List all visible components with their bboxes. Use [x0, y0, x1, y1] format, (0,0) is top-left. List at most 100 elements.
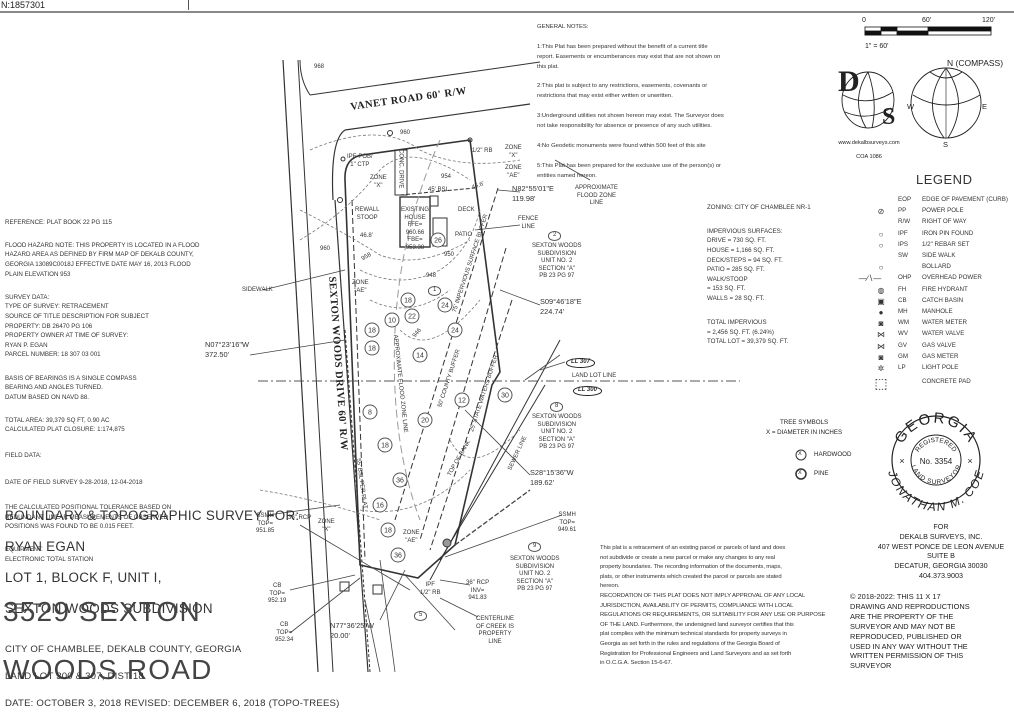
map-label-elev-960-left: 960	[320, 246, 331, 252]
bollard-icon: ○	[878, 263, 884, 273]
field-data-heading: FIELD DATA:	[5, 451, 42, 459]
tree-diameter: 26	[434, 238, 442, 245]
legend-title: LEGEND	[916, 172, 973, 187]
company-website[interactable]: www.dekalbsurveys.com	[838, 140, 900, 146]
catch-basin-icon	[372, 584, 383, 595]
legend-code: WM	[898, 319, 909, 327]
client-name: RYAN EGAN	[5, 538, 86, 554]
sewer-line	[429, 339, 561, 581]
deck	[429, 195, 439, 207]
map-label-lot8-num: 8	[550, 402, 564, 412]
legend-code: OHP	[898, 274, 912, 282]
tree-diameter: 36	[396, 478, 404, 485]
map-label-ipf-rb: IPF 1/2" RB	[420, 582, 441, 596]
compass-east: E	[982, 102, 988, 111]
tree-icon	[372, 497, 388, 513]
svg-text:REGISTERED: REGISTERED	[914, 437, 958, 454]
tree-diameter: 18	[381, 443, 389, 450]
map-label-zone-x-mid: ZONE "X"	[370, 175, 387, 189]
map-label-fence-line: FENCE LINE	[518, 216, 539, 230]
tree-diameter: 12	[458, 398, 466, 405]
tree-diameter: 24	[441, 303, 449, 310]
map-label-rcp-inv: 36" RCP INV= 941.83	[466, 580, 490, 601]
tree-diameter: 18	[368, 328, 376, 335]
compass-south: S	[943, 140, 949, 149]
logo-text: www.dekalbsurveys.com COA 1086	[832, 133, 906, 168]
map-label-zone-x-bottom: ZONE "X"	[318, 519, 335, 533]
map-label-lot8-desc: SEXTON WOODS SUBDIVISION UNIT NO. 2 SECT…	[532, 414, 582, 450]
map-label-zone-ae-top: ZONE "AE"	[505, 165, 522, 179]
legend-description: SIDE WALK	[922, 252, 956, 259]
svg-text:×: ×	[899, 456, 904, 466]
road-edge	[344, 103, 531, 131]
map-label-ll307: LL 307	[566, 358, 595, 368]
seal-name: JONATHAN M. COE	[885, 468, 987, 514]
map-label-flood-zone-line: APPROXIMATE FLOOD ZONE LINE	[575, 185, 618, 206]
logo-letter-s: S	[882, 104, 896, 130]
legend-description: GAS METER	[922, 352, 959, 360]
scale-bar	[864, 26, 992, 36]
map-label-zone-x-top: ZONE "X"	[505, 145, 522, 159]
sewer-line	[439, 384, 546, 561]
manhole-icon: ●	[878, 308, 884, 317]
map-label-bearing-se: S28°15'36"W 189.62'	[530, 468, 574, 487]
address-line-1: 3529 SEXTON	[3, 596, 201, 627]
general-note: 3:Underground utilities not shown hereon…	[537, 113, 724, 129]
concrete-pad-icon: ⬚	[874, 375, 888, 392]
legend-code: R/W	[898, 218, 911, 226]
compass-west: W	[907, 102, 915, 111]
tree-icon	[454, 392, 470, 408]
power-pole-icon	[387, 130, 393, 136]
tolerance-note: THE CALCULATED POSITIONAL TOLERANCE BASE…	[5, 504, 172, 531]
legend-description: GAS VALVE	[922, 341, 956, 349]
legend-code: IPS	[898, 240, 908, 248]
map-label-bearing-north: N82°55'01"E 119.98'	[512, 184, 554, 203]
legend-description: WATER VALVE	[922, 330, 965, 338]
compass-north: N (COMPASS)	[947, 58, 1004, 68]
legend-description: MANHOLE	[922, 308, 953, 315]
map-label-zone-ae-bottom: ZONE "AE"	[403, 530, 420, 544]
impervious-surfaces: IMPERVIOUS SURFACES: DRIVE = 730 SQ. FT.…	[707, 227, 783, 302]
buffer-line	[419, 247, 507, 541]
survey-date: DATE: OCTOBER 3, 2018 REVISED: DECEMBER …	[5, 697, 340, 709]
map-label-ipf-pob: IPF-POB/ 1" CTP	[347, 154, 373, 168]
map-label-cb2: CB TOP= 952.34	[275, 622, 294, 643]
map-label-zone-ae-mid: ZONE "AE"	[352, 280, 369, 294]
document-number: N:1857301	[1, 0, 46, 10]
property-boundary	[344, 139, 501, 579]
map-label-elev-950: 950	[444, 252, 455, 258]
certification-statement: This plat is a retracement of an existin…	[600, 545, 826, 667]
map-label-elev-960-top: 960	[400, 130, 411, 136]
legend-code: GM	[898, 352, 908, 360]
survey-notes: REFERENCE: PLAT BOOK 22 PG 115 FLOOD HAZ…	[5, 208, 235, 578]
map-label-house: EXISTING HOUSE FFE= 960.66 FBE= 953.38	[401, 207, 430, 251]
legend-item: SW SIDE WALK	[870, 252, 1014, 262]
overhead-power-icon: —∕∖—	[858, 274, 882, 284]
copyright-notice: © 2018-2022: THIS 11 X 17 DRAWING AND RE…	[850, 592, 970, 671]
general-note: 4:No Geodetic monuments were found withi…	[537, 142, 706, 149]
catch-basin-icon	[339, 581, 350, 592]
hardwood-label: HARDWOOD	[814, 451, 852, 458]
tree-diameter: 18	[384, 528, 392, 535]
pine-symbol-icon	[795, 468, 807, 480]
map-label-bsl45: 45' BSL	[428, 187, 449, 193]
road-edge	[331, 129, 346, 201]
gas-meter-icon: ◙	[878, 352, 884, 362]
existing-house	[399, 196, 431, 248]
map-label-dim-468: 46.8'	[360, 233, 373, 239]
tree-icon	[412, 347, 428, 363]
field-date-note: DATE OF FIELD SURVEY 9-28-2018, 12-04-20…	[5, 478, 143, 486]
tree-icon	[390, 547, 406, 563]
legend-code: SW	[898, 252, 908, 259]
power-pole-icon	[337, 197, 343, 203]
tree-diameter: 18	[404, 298, 412, 305]
legend-description: LIGHT POLE	[922, 364, 959, 371]
